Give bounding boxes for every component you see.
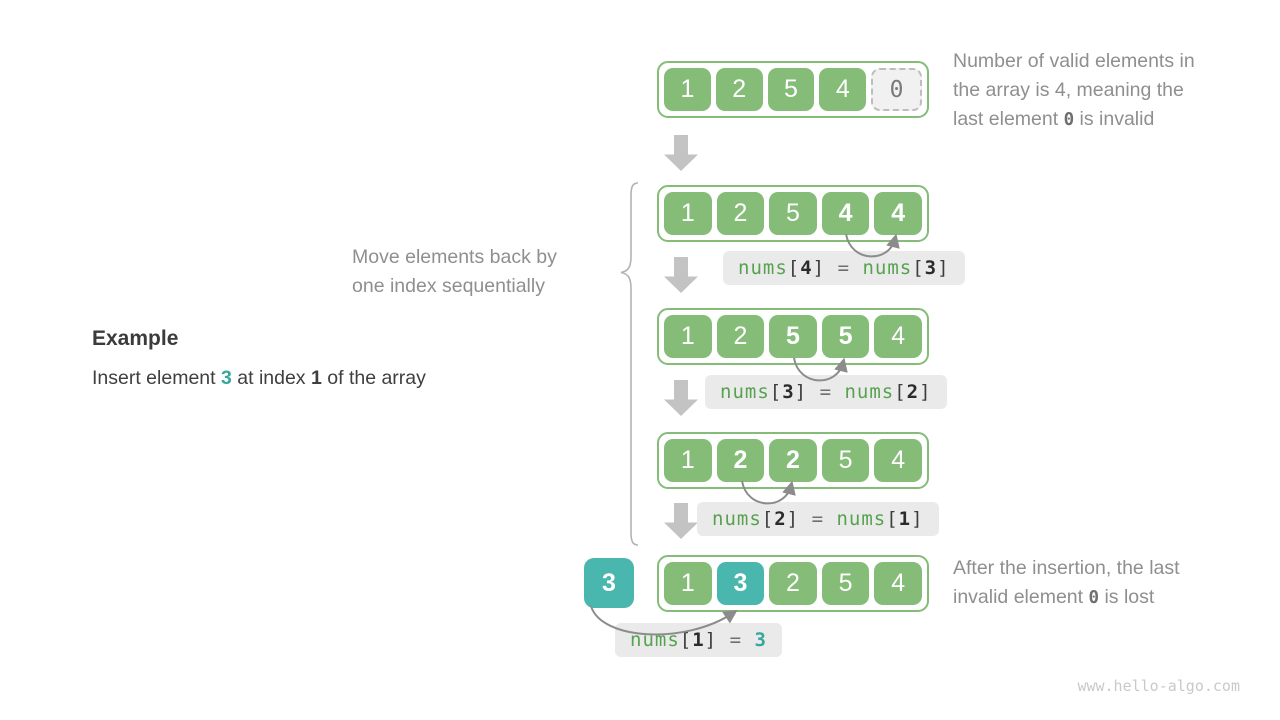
text-part: is lost [1099,586,1155,608]
text-part: [ [761,508,775,530]
down-arrow-icon [664,135,698,171]
text-part: at index [231,367,311,389]
array-cell: 4 [819,68,867,111]
text-part: ] [919,381,932,403]
text-part: 1 [310,367,322,389]
watermark-url: www.hello-algo.com [1077,677,1240,695]
text-part: After the insertion, the last invalid el… [953,557,1180,608]
array-cell: 1 [664,315,712,358]
example-description: Insert element 3 at index 1 of the array [92,367,426,390]
text-part: [ [787,257,801,279]
text-part: nums [836,508,887,530]
array-cell: 5 [767,68,815,111]
text-part: ] [812,257,826,279]
text-part: nums [844,381,895,403]
text-part: of the array [321,367,426,389]
array-cell: 2 [769,439,817,482]
text-part: 0 [1088,588,1100,608]
text-part: [ [894,381,907,403]
array-cell: 2 [716,192,765,235]
text-part: [ [769,381,783,403]
text-part: 3 [754,629,767,651]
array-cell: 4 [874,192,922,235]
text-part: ] [786,508,800,530]
code-label-insert: nums[1] = 3 [615,623,782,657]
array-cell: 1 [664,68,711,111]
annotation-invalid-element: Number of valid elements in the array is… [953,47,1265,135]
array-row-3: 1 2 5 5 4 [657,308,929,365]
text-part: ] [794,381,808,403]
code-label-step-1: nums[4] = nums[3] [723,251,965,285]
text-part: nums [712,508,762,530]
text-part: nums [720,381,770,403]
array-cell: 1 [664,562,712,605]
text-part: 3 [220,367,232,389]
text-part: [ [679,629,693,651]
array-cell: 5 [821,439,870,482]
text-part: 1 [692,629,705,651]
text-part: 4 [800,257,813,279]
text-part: nums [738,257,788,279]
annotation-move-elements: Move elements back by one index sequenti… [352,243,624,301]
array-cell: 1 [664,192,712,235]
text-part: Insert element [92,367,221,389]
array-cell: 4 [821,192,870,235]
array-cell: 5 [769,315,817,358]
text-part: = [717,629,755,651]
annotation-after-insertion: After the insertion, the last invalid el… [953,554,1265,613]
down-arrow-icon [664,380,698,416]
array-cell-inserted: 3 [716,562,765,605]
text-part: nums [630,629,680,651]
example-heading: Example [92,327,179,350]
text-part: is invalid [1074,108,1155,130]
group-brace [620,182,639,546]
array-row-5: 1 3 2 5 4 [657,555,929,612]
down-arrow-icon [664,503,698,539]
text-part: [ [886,508,899,530]
array-cell: 2 [769,562,817,605]
insert-value-box: 3 [584,558,634,608]
text-part: ] [911,508,924,530]
text-part: nums [862,257,913,279]
array-cell: 5 [769,192,817,235]
array-cell: 5 [821,315,870,358]
array-cell-invalid: 0 [871,68,922,111]
array-cell: 4 [874,562,922,605]
text-part: = [807,381,845,403]
code-label-step-2: nums[3] = nums[2] [705,375,947,409]
text-part: = [825,257,863,279]
code-label-step-3: nums[2] = nums[1] [697,502,939,536]
array-cell: 4 [874,315,922,358]
text-part: [ [912,257,925,279]
array-cell: 5 [821,562,870,605]
down-arrow-icon [664,257,698,293]
array-cell: 2 [716,439,765,482]
text-part: Move elements back by one index sequenti… [352,246,557,297]
text-part: 1 [898,508,912,530]
text-part: 3 [782,381,795,403]
array-row-1: 1 2 5 4 0 [657,61,929,118]
array-cell: 2 [716,315,765,358]
array-cell: 1 [664,439,712,482]
text-part: 2 [906,381,920,403]
array-cell: 4 [874,439,922,482]
text-part: 3 [924,257,938,279]
text-part: ] [937,257,950,279]
array-row-4: 1 2 2 5 4 [657,432,929,489]
text-part: ] [704,629,718,651]
text-part: = [799,508,837,530]
array-row-2: 1 2 5 4 4 [657,185,929,242]
text-part: 0 [1063,110,1075,130]
array-cell: 2 [715,68,763,111]
text-part: 2 [774,508,787,530]
text-part: Number of valid elements in the array is… [953,50,1195,130]
